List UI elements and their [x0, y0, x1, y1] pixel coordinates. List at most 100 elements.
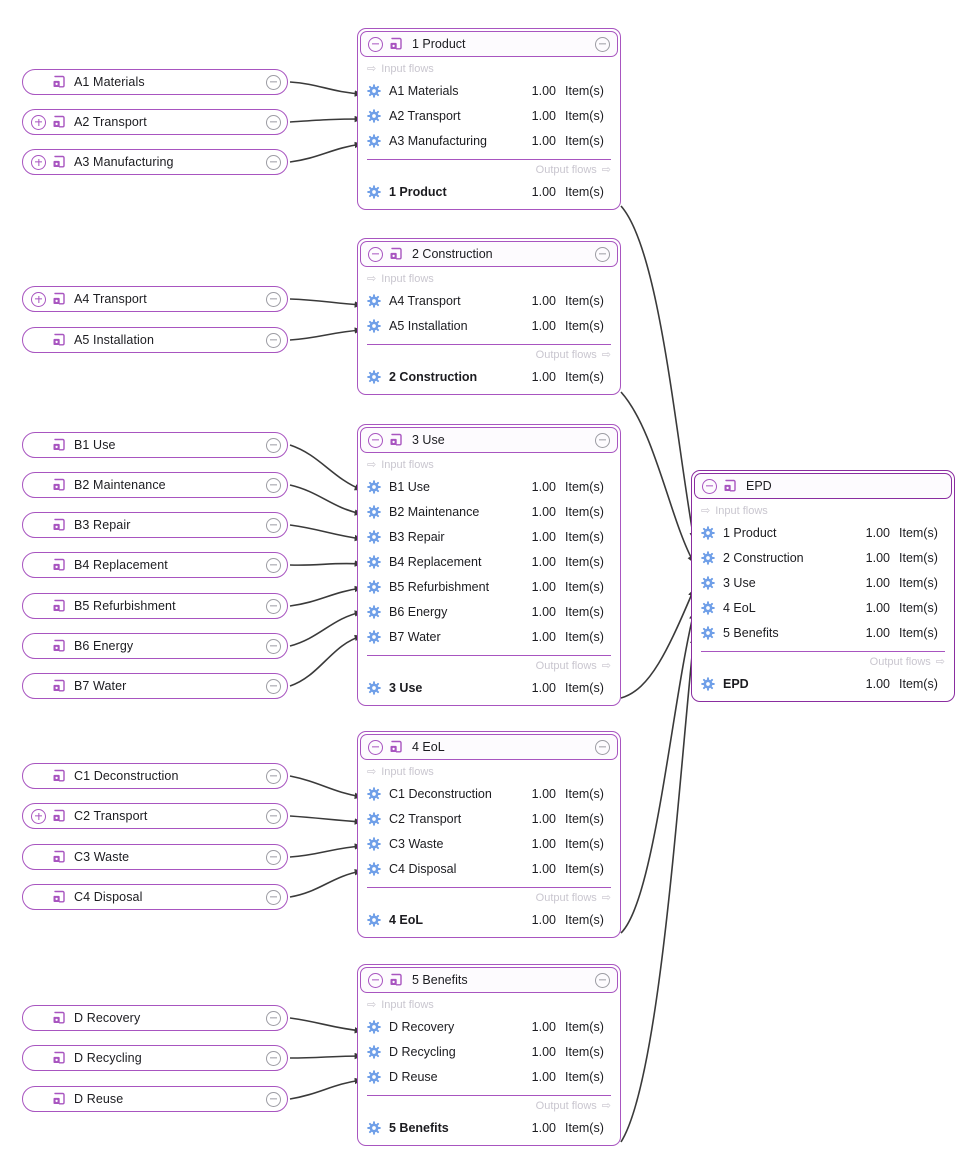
stage-card-header[interactable]: 3 Use [360, 427, 618, 453]
process-icon [52, 115, 67, 130]
process-node[interactable]: B7 Water [22, 673, 288, 699]
minus-circle-icon[interactable] [266, 598, 281, 614]
process-node[interactable]: A4 Transport [22, 286, 288, 312]
input-arrow-icon: ⇨ [367, 765, 377, 778]
stage-card-header[interactable]: EPD [694, 473, 952, 499]
minus-circle-icon[interactable] [266, 114, 281, 130]
gear-icon [367, 479, 381, 494]
process-node[interactable]: C4 Disposal [22, 884, 288, 910]
minus-circle-icon[interactable] [266, 291, 281, 307]
process-node[interactable]: D Recycling [22, 1045, 288, 1071]
process-node[interactable]: C3 Waste [22, 844, 288, 870]
minus-circle-icon[interactable] [595, 739, 610, 755]
process-node[interactable]: B3 Repair [22, 512, 288, 538]
process-node[interactable]: B6 Energy [22, 633, 288, 659]
plus-circle-icon[interactable] [31, 808, 46, 824]
minus-circle-icon[interactable] [595, 36, 610, 52]
minus-circle-icon[interactable] [368, 739, 383, 755]
minus-circle-icon[interactable] [266, 849, 281, 865]
plus-circle-icon[interactable] [31, 291, 46, 307]
minus-circle-icon[interactable] [595, 972, 610, 988]
minus-circle-icon[interactable] [266, 557, 281, 573]
process-node[interactable]: B5 Refurbishment [22, 593, 288, 619]
minus-circle-icon[interactable] [266, 154, 281, 170]
process-node[interactable]: B2 Maintenance [22, 472, 288, 498]
process-node[interactable]: C2 Transport [22, 803, 288, 829]
process-node[interactable]: A5 Installation [22, 327, 288, 353]
process-node[interactable]: C1 Deconstruction [22, 763, 288, 789]
minus-circle-icon[interactable] [266, 808, 281, 824]
minus-circle-icon[interactable] [266, 638, 281, 654]
minus-circle-icon[interactable] [266, 889, 281, 905]
minus-circle-icon[interactable] [266, 517, 281, 533]
minus-circle-icon[interactable] [266, 477, 281, 493]
minus-circle-icon[interactable] [368, 432, 383, 448]
plus-circle-icon[interactable] [31, 114, 46, 130]
stage-card-title: EPD [746, 479, 772, 493]
minus-circle-icon[interactable] [266, 1010, 281, 1026]
process-node[interactable]: D Reuse [22, 1086, 288, 1112]
plus-circle-icon[interactable] [31, 154, 46, 170]
stage-card-header[interactable]: 2 Construction [360, 241, 618, 267]
minus-circle-icon[interactable] [702, 478, 717, 494]
stage-card-header[interactable]: 4 EoL [360, 734, 618, 760]
minus-circle-icon[interactable] [595, 246, 610, 262]
minus-circle-icon[interactable] [266, 768, 281, 784]
minus-circle-icon[interactable] [266, 332, 281, 348]
minus-circle-icon[interactable] [266, 1091, 281, 1107]
minus-circle-icon[interactable] [266, 678, 281, 694]
minus-circle-icon[interactable] [368, 972, 383, 988]
process-node[interactable]: A1 Materials [22, 69, 288, 95]
process-node[interactable]: B4 Replacement [22, 552, 288, 578]
minus-circle-icon[interactable] [595, 432, 610, 448]
stage-card-header[interactable]: 1 Product [360, 31, 618, 57]
minus-circle-icon[interactable] [266, 74, 281, 90]
stage-card-header[interactable]: 5 Benefits [360, 967, 618, 993]
minus-circle-icon[interactable] [266, 1050, 281, 1066]
process-node[interactable]: D Recovery [22, 1005, 288, 1031]
minus-circle-icon[interactable] [368, 246, 383, 262]
process-node-label: D Reuse [74, 1092, 124, 1106]
process-node[interactable]: A3 Manufacturing [22, 149, 288, 175]
process-node[interactable]: A2 Transport [22, 109, 288, 135]
process-node[interactable]: B1 Use [22, 432, 288, 458]
minus-circle-icon[interactable] [266, 437, 281, 453]
minus-circle-icon[interactable] [368, 36, 383, 52]
